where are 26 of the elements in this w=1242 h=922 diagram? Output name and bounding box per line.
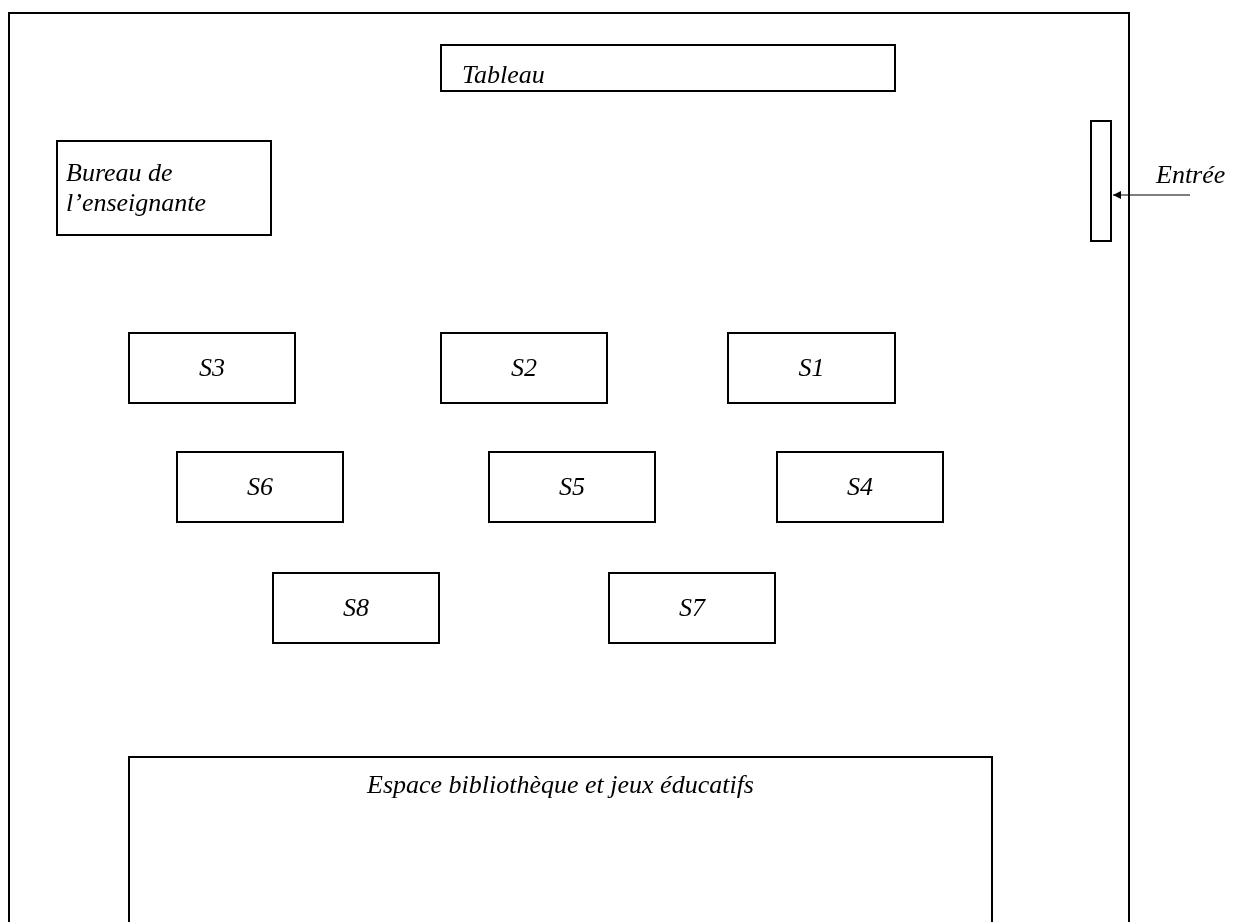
student-table-box [776, 451, 944, 523]
student-table-box [176, 451, 344, 523]
label-text: S4 [847, 472, 873, 502]
student-table-box [608, 572, 776, 644]
student-table-box [440, 332, 608, 404]
board-box [440, 44, 896, 92]
student-table-box [488, 451, 656, 523]
label-text: S5 [559, 472, 585, 502]
label-text: Espace bibliothèque et jeux éducatifs [367, 770, 754, 800]
student-table-box [727, 332, 896, 404]
label-text: S2 [511, 353, 537, 383]
label-text: S8 [343, 593, 369, 623]
label-text: Entrée [1156, 160, 1226, 190]
arrow [1112, 191, 1191, 199]
label-text: Bureau de l’enseignante [66, 158, 208, 218]
teacher-desk-box [56, 140, 272, 236]
library-area-box [128, 756, 993, 922]
room-outline [8, 12, 1130, 922]
student-table-box [272, 572, 440, 644]
label-text: S1 [798, 353, 825, 383]
door-rect [1090, 120, 1112, 242]
label-text: S7 [679, 593, 705, 623]
label-text: S3 [199, 353, 225, 383]
student-table-box [128, 332, 296, 404]
label-text: S6 [247, 472, 273, 502]
label-text: Tableau [462, 60, 545, 90]
